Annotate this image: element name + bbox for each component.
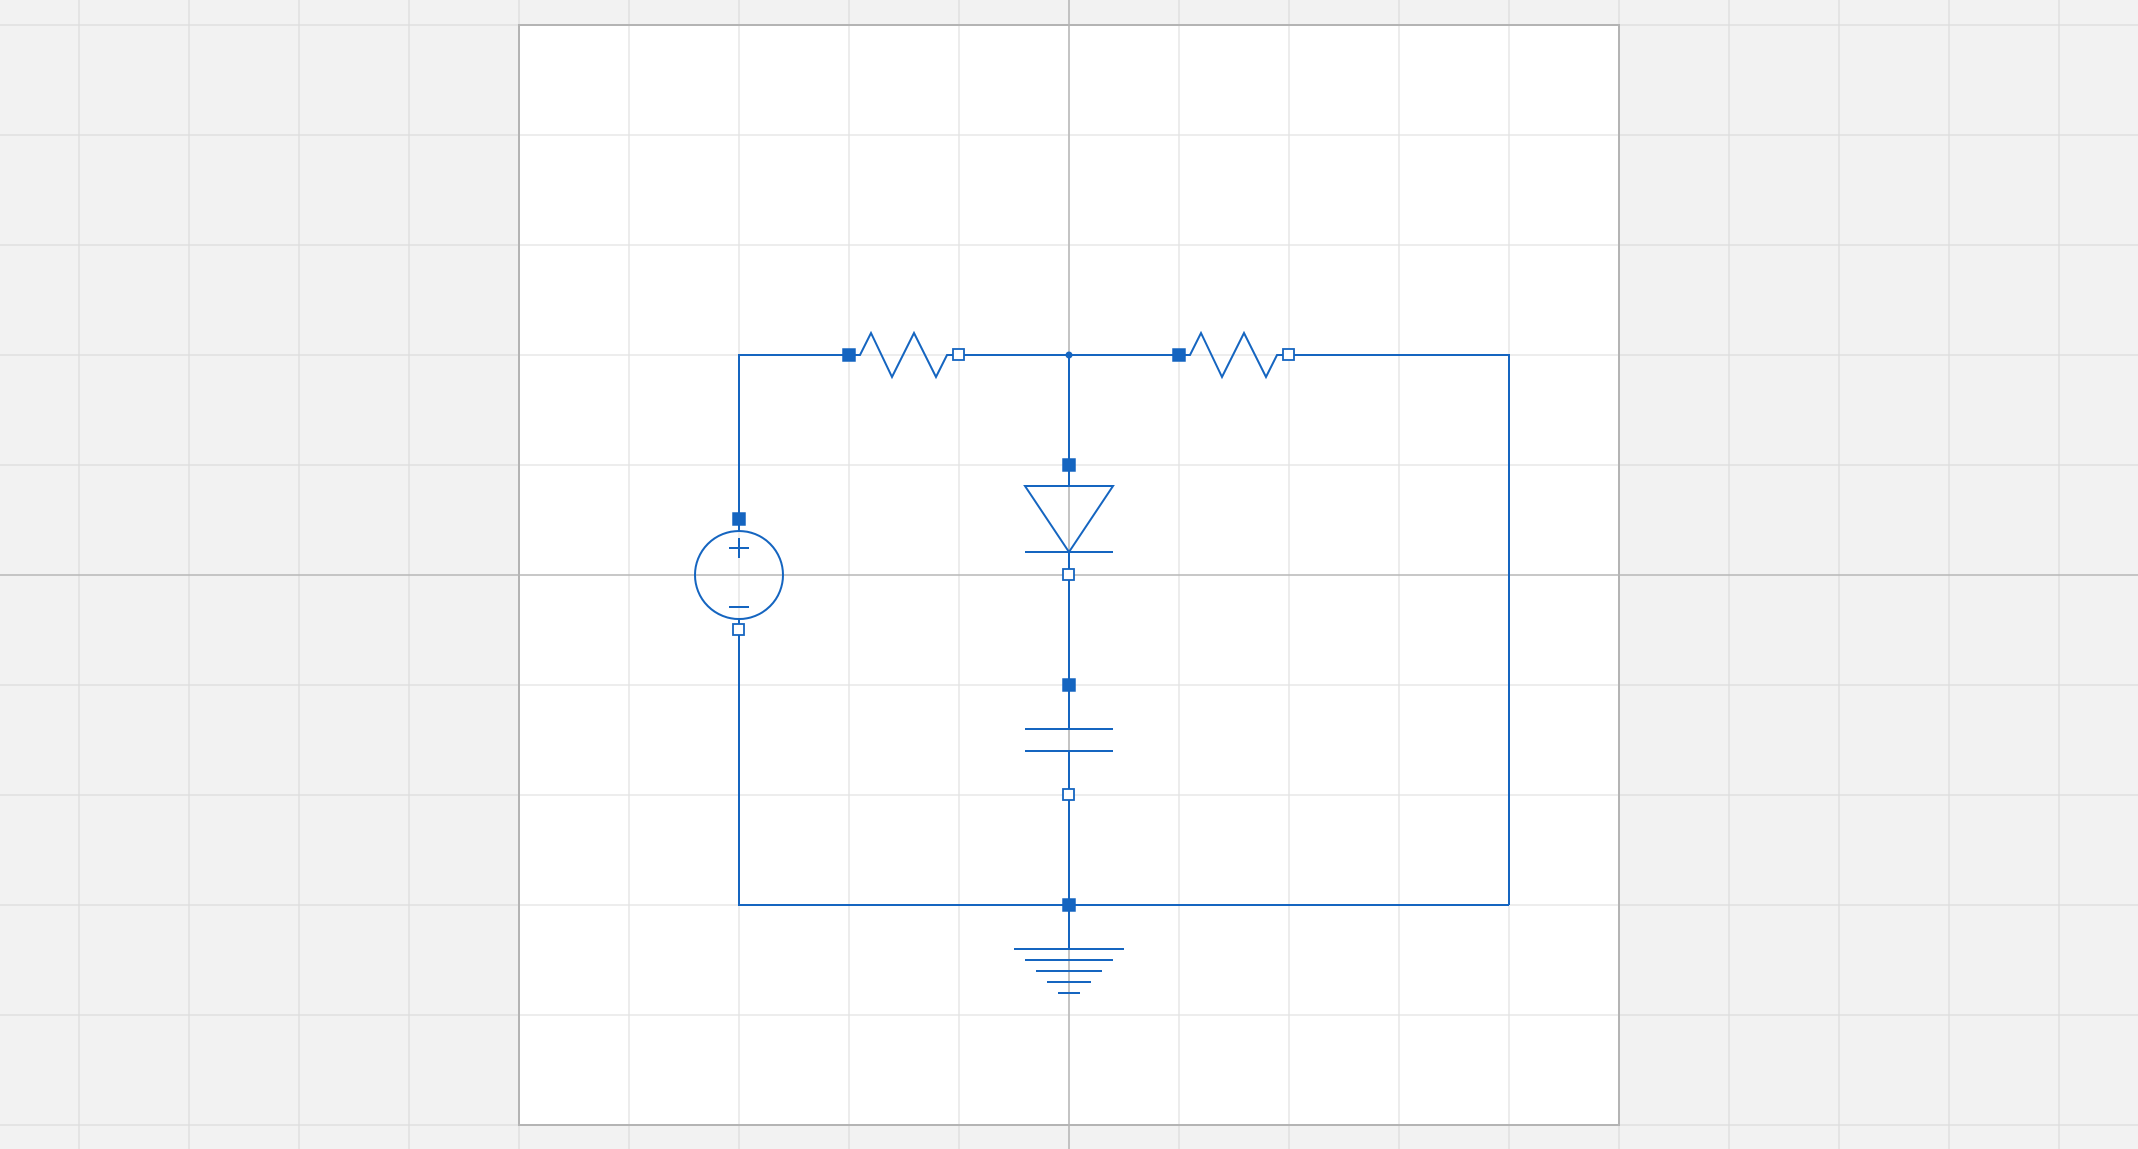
diode-pin-cathode[interactable] [1062,568,1075,581]
ground-icon [1014,948,1124,994]
junction-dot [1065,351,1073,359]
resistor-zigzag-icon [1179,330,1289,380]
resistor-right-pin-1[interactable] [1172,348,1186,362]
diode[interactable] [1023,458,1115,581]
wire-source-to-bottom-rail[interactable] [738,629,1509,906]
ground-pin[interactable] [1062,898,1076,912]
wire-right-resistor-to-right-rail[interactable] [1289,354,1510,905]
diode-triangle-icon [1023,485,1115,554]
capacitor[interactable] [1025,678,1113,801]
voltage-source-pin-positive[interactable] [732,512,746,526]
wires [738,354,1510,906]
capacitor-pin-2[interactable] [1062,788,1075,801]
capacitor-pin-1[interactable] [1062,678,1076,692]
resistor-right-pin-2[interactable] [1282,348,1295,361]
wire-source-to-left-resistor[interactable] [738,354,849,519]
resistor-zigzag-icon [849,330,959,380]
voltage-source-pin-negative[interactable] [732,623,745,636]
plus-sign-icon [729,538,749,558]
diode-pin-anode[interactable] [1062,458,1076,472]
ground[interactable] [1014,898,1124,994]
resistor-left-pin-2[interactable] [952,348,965,361]
voltage-source[interactable] [694,512,784,636]
resistor-right[interactable] [1172,330,1295,380]
schematic-sheet-border [518,24,1620,1126]
resistor-left-pin-1[interactable] [842,348,856,362]
resistor-left[interactable] [842,330,965,380]
